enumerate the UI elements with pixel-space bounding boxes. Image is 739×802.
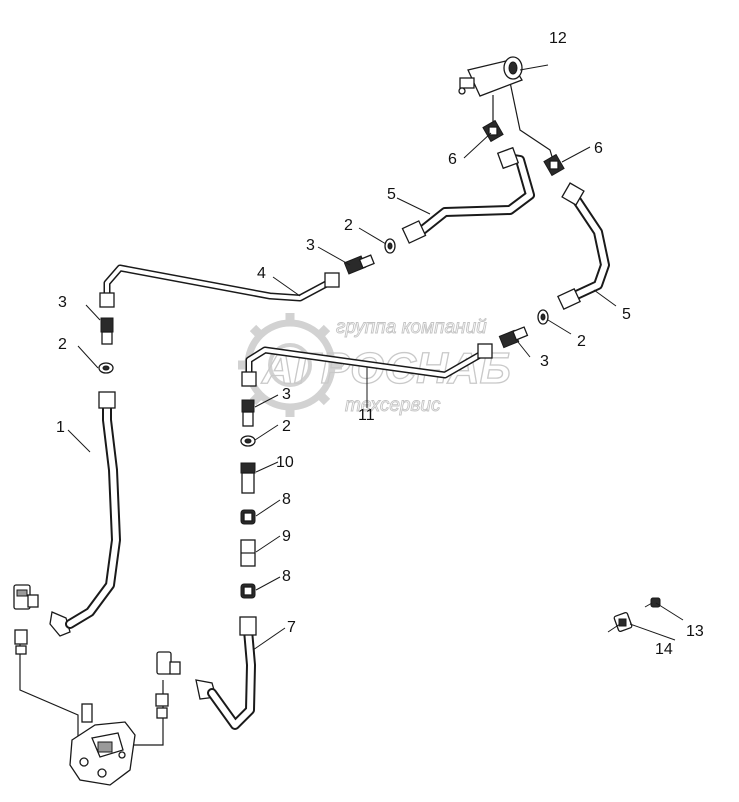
callout-10: 10	[276, 454, 294, 471]
hose-7	[207, 616, 257, 730]
watermark-line-1: группа компаний	[336, 317, 487, 338]
callout-5-right: 5	[622, 306, 631, 323]
leader-lines	[67, 64, 684, 651]
right-pump-fitting	[155, 651, 217, 719]
washer-2-center	[240, 435, 256, 447]
callout-3-left: 3	[58, 294, 67, 311]
callout-12: 12	[549, 30, 567, 47]
callout-3-center: 3	[282, 386, 291, 403]
callout-1: 1	[56, 419, 65, 436]
washer-2-left	[98, 362, 114, 374]
plug-13	[650, 597, 661, 608]
hose-5-upper	[401, 146, 535, 244]
fitting-6-right	[543, 153, 565, 177]
callout-4: 4	[257, 265, 266, 282]
washer-2-right	[537, 309, 549, 325]
callout-2-left: 2	[58, 336, 67, 353]
washer-2-upper	[384, 238, 396, 254]
callout-2-center: 2	[282, 418, 291, 435]
adapter-3-center	[241, 399, 255, 427]
adapter-3-left	[100, 317, 114, 345]
callout-8-upper: 8	[282, 491, 291, 508]
nut-14	[613, 612, 633, 632]
tube-4	[99, 264, 340, 308]
callout-3-right: 3	[540, 353, 549, 370]
callout-6-left: 6	[448, 151, 457, 168]
nut-8-upper	[240, 509, 256, 525]
callout-2-upper: 2	[344, 217, 353, 234]
hose-1	[65, 391, 121, 629]
nut-8-lower	[240, 583, 256, 599]
callout-13: 13	[686, 623, 704, 640]
callout-3-upper: 3	[306, 237, 315, 254]
tube-11	[241, 343, 493, 387]
watermark-line-3: техсервис	[345, 395, 441, 416]
callout-labels: 1 3 2 3 2 4 5 6 12 6 5 2 3 11 3 2 10 8 9…	[56, 30, 704, 658]
callout-6-right: 6	[594, 140, 603, 157]
left-pump-fitting	[13, 584, 71, 655]
callout-5-upper: 5	[387, 186, 396, 203]
callout-9: 9	[282, 528, 291, 545]
callout-2-right: 2	[577, 333, 586, 350]
callout-14: 14	[655, 641, 673, 658]
solenoid-valve-12	[458, 56, 554, 161]
fitting-10	[240, 462, 256, 494]
callout-7: 7	[287, 619, 296, 636]
adapter-3-upper	[343, 254, 375, 275]
callout-8-lower: 8	[282, 568, 291, 585]
callout-11: 11	[358, 407, 375, 424]
valve-block	[19, 640, 164, 786]
hose-5-right	[557, 182, 610, 311]
adapter-3-right	[498, 326, 529, 349]
coupler-9	[240, 539, 256, 567]
